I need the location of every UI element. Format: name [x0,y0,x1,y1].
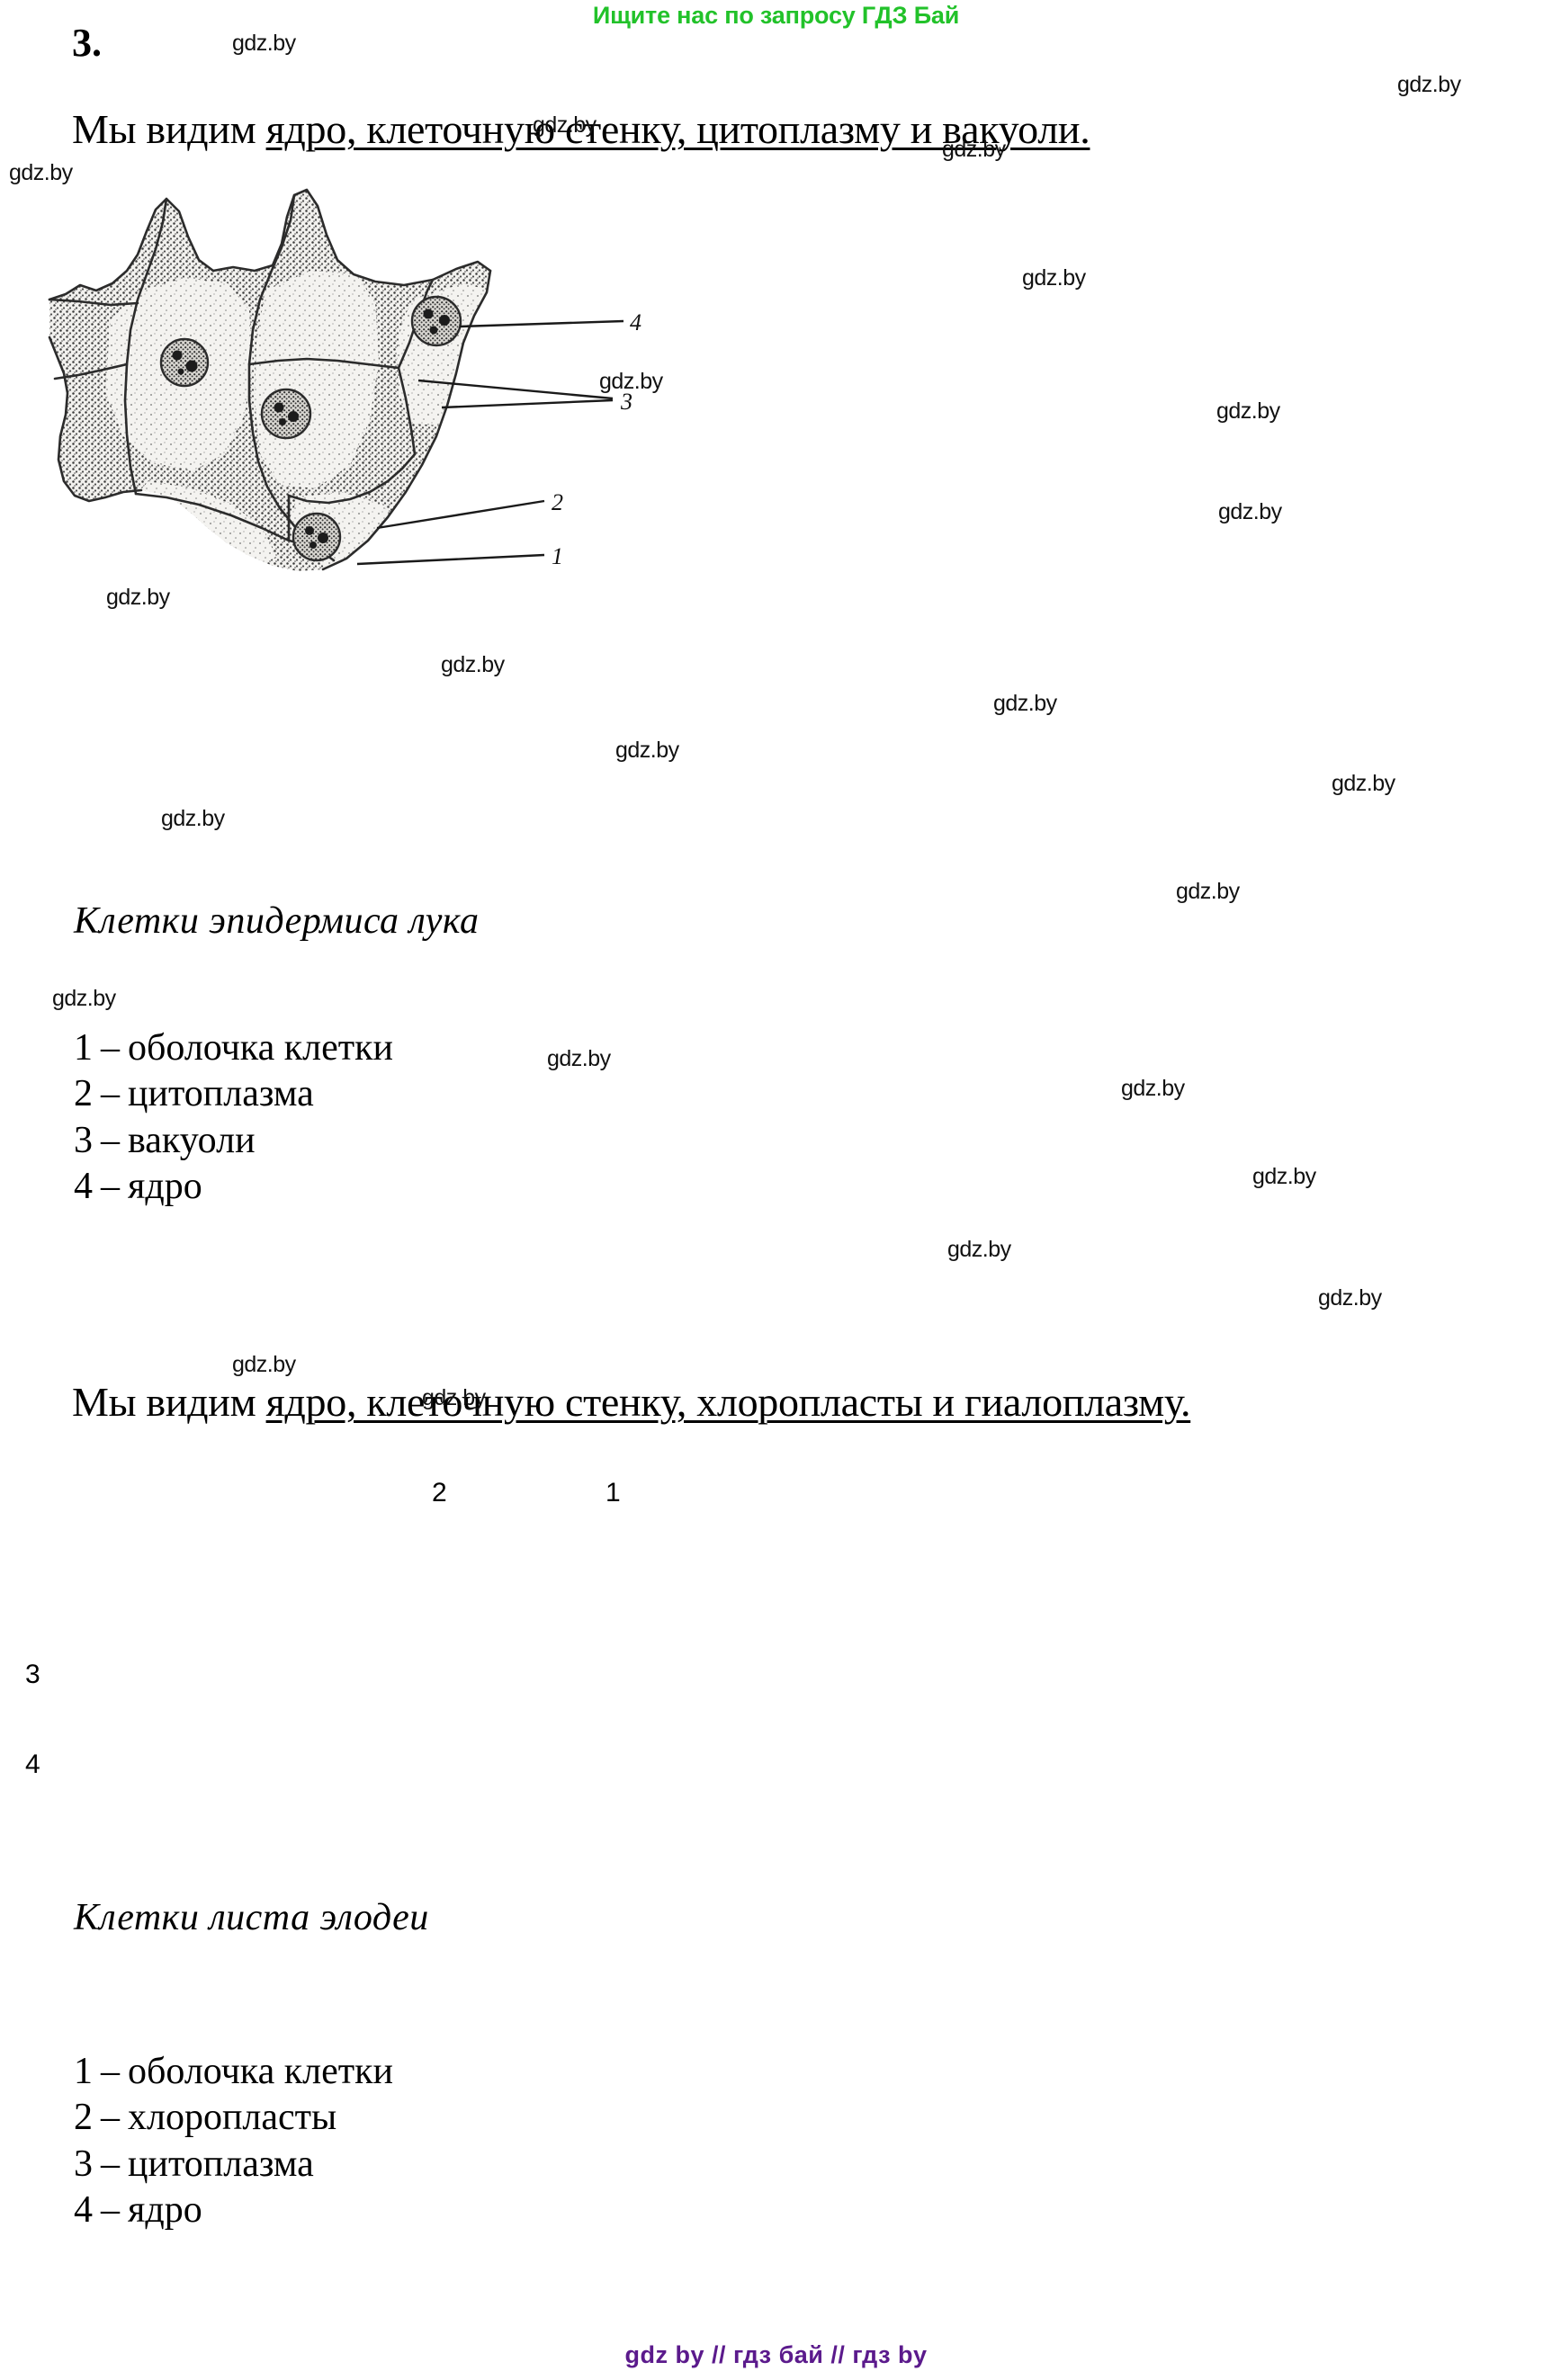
legend-dash: – [101,1166,120,1208]
legend-row: 1–оболочка клетки [74,1025,393,1071]
watermark: gdz.by [533,112,597,138]
figure-caption-onion: Клетки эпидермиса лука [74,900,480,942]
legend-elodea: 1–оболочка клетки 2–хлоропласты 3–цитопл… [74,2049,393,2233]
promo-banner: Ищите нас по запросу ГДЗ Бай [592,2,960,29]
legend-onion: 1–оболочка клетки 2–цитоплазма 3–вакуоли… [74,1025,393,1210]
figure-callout-1: 1 [552,543,563,569]
elodea-callout-1: 1 [606,1478,621,1508]
watermark: gdz.by [161,806,225,831]
watermark: gdz.by [1332,771,1395,796]
legend-label: ядро [128,2189,202,2232]
legend-row: 4–ядро [74,1164,393,1210]
onion-cells-drawing: 4 3 2 1 [48,188,641,571]
legend-number: 1 [74,1027,93,1069]
legend-row: 2–цитоплазма [74,1071,393,1117]
watermark: gdz.by [1252,1164,1316,1189]
watermark: gdz.by [1176,879,1240,904]
answer-underlined-2: ядро, клеточную стенку, хлоропласты и ги… [265,1379,1191,1425]
legend-label: оболочка клетки [128,1027,393,1069]
legend-dash: – [101,1119,120,1161]
legend-number: 3 [74,1119,93,1161]
watermark: gdz.by [1216,398,1280,424]
figure-caption-elodea: Клетки листа элодеи [74,1897,429,1938]
elodea-callout-4: 4 [25,1749,40,1779]
legend-label: оболочка клетки [128,2051,393,2092]
legend-dash: – [101,1027,120,1069]
watermark: gdz.by [52,986,116,1011]
legend-number: 2 [74,2097,93,2139]
legend-row: 1–оболочка клетки [74,2049,393,2095]
watermark: gdz.by [441,652,505,677]
watermark: gdz.by [422,1385,486,1410]
watermark: gdz.by [1022,265,1086,291]
legend-row: 2–хлоропласты [74,2095,393,2141]
legend-row: 3–цитоплазма [74,2142,393,2188]
leader-lines [356,319,624,566]
legend-dash: – [101,2189,120,2232]
legend-dash: – [101,2051,120,2092]
legend-dash: – [101,2097,120,2139]
legend-number: 3 [74,2143,93,2185]
legend-label: хлоропласты [128,2097,337,2139]
elodea-callout-3: 3 [25,1660,40,1689]
watermark: gdz.by [232,1352,296,1377]
watermark: gdz.by [942,137,1006,162]
legend-dash: – [101,1073,120,1115]
watermark: gdz.by [547,1046,611,1071]
exercise-number: 3. [72,21,102,65]
legend-dash: – [101,2143,120,2185]
legend-number: 2 [74,1073,93,1115]
elodea-callout-2: 2 [432,1478,447,1508]
watermark: gdz.by [9,160,73,185]
legend-row: 3–вакуоли [74,1118,393,1164]
figure-callout-4: 4 [630,309,641,336]
legend-label: вакуоли [128,1119,256,1161]
answer-prefix-1: Мы видим [72,106,266,152]
legend-row: 4–ядро [74,2188,393,2233]
answer-prefix-2: Мы видим [72,1379,266,1425]
watermark: gdz.by [615,738,679,763]
legend-label: цитоплазма [128,1073,314,1115]
watermark: gdz.by [106,585,170,610]
figure-callout-numbers: 4 3 2 1 [552,309,641,569]
answer-sentence-2: Мы видим ядро, клеточную стенку, хлоропл… [72,1379,1191,1425]
watermark: gdz.by [947,1237,1011,1262]
watermark: gdz.by [1121,1076,1185,1101]
watermark: gdz.by [1218,499,1282,524]
answer-underlined-1: ядро, клеточную стенку, цитоплазму и вак… [265,106,1090,152]
legend-number: 4 [74,1166,93,1208]
legend-label: цитоплазма [128,2143,314,2185]
figure-onion-epidermis: 4 3 2 1 [40,184,751,571]
watermark: gdz.by [599,369,663,394]
figure-callout-3: 3 [620,389,632,415]
watermark: gdz.by [1397,72,1461,97]
watermark: gdz.by [993,691,1057,716]
figure-callout-2: 2 [552,489,563,515]
site-footer: gdz by // гдз бай // гдз by [624,2341,928,2368]
nucleus-group [159,295,462,562]
legend-number: 4 [74,2189,93,2232]
watermark: gdz.by [1318,1285,1382,1311]
answer-sentence-1: Мы видим ядро, клеточную стенку, цитопла… [72,106,1090,152]
legend-number: 1 [74,2051,93,2092]
legend-label: ядро [128,1166,202,1208]
watermark: gdz.by [232,31,296,56]
